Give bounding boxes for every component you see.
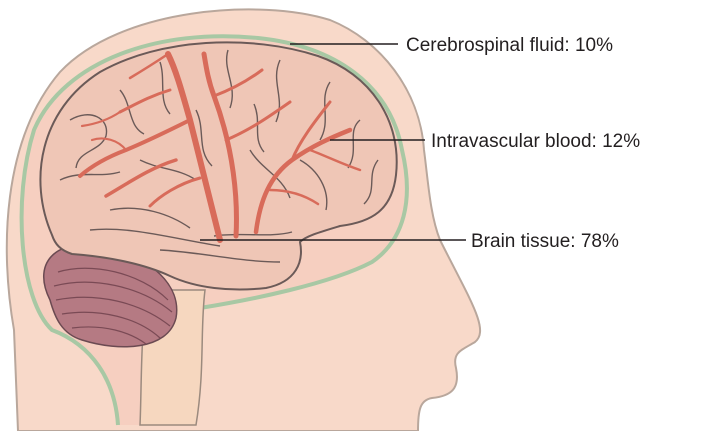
blood-vessels — [78, 51, 362, 243]
blood-label: Intravascular blood: 12% — [431, 131, 640, 152]
tissue-label: Brain tissue: 78% — [471, 231, 619, 252]
csf-label: Cerebrospinal fluid: 10% — [406, 35, 613, 56]
cerebellum — [43, 243, 178, 348]
